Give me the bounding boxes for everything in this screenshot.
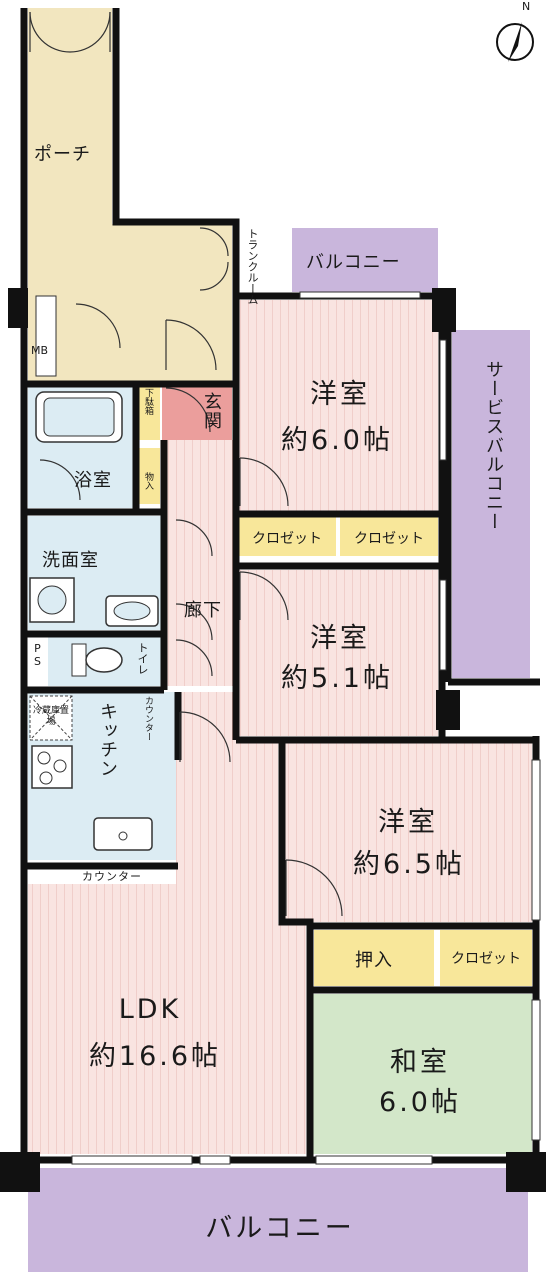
balcony-top-area — [292, 228, 438, 292]
storage-small-label: 物入 — [143, 472, 153, 490]
bath-label: 浴室 — [74, 470, 112, 491]
balcony-bottom-area — [28, 1168, 528, 1272]
closet-b-area — [340, 516, 438, 556]
closet-a-area — [238, 516, 336, 556]
kitchen-sink — [93, 817, 153, 851]
shoe-box-label: 下駄箱 — [143, 388, 153, 415]
closet-c-area — [440, 930, 532, 986]
windows — [35, 291, 541, 1165]
compass-icon — [496, 22, 534, 62]
closet-c-label: クロゼット — [451, 951, 521, 967]
stove — [31, 745, 73, 789]
trunk-room-label: トランクルーム — [246, 228, 259, 305]
western-room-2-size: 約5.1帖 — [281, 663, 393, 694]
washing-machine — [29, 577, 75, 623]
washitsu-area — [312, 994, 532, 1154]
washitsu-size: 6.0帖 — [379, 1087, 461, 1118]
door-swings — [29, 11, 343, 917]
entrance-area — [162, 384, 232, 440]
western-room-2-area — [238, 570, 438, 736]
toilet-fixture — [71, 643, 87, 677]
storage-small-area — [138, 448, 160, 504]
fridge-label: 冷蔵庫置場 — [32, 706, 69, 727]
porch-label: ポーチ — [34, 144, 91, 165]
mb-label: MB — [31, 344, 49, 357]
shoe-box-area — [138, 384, 160, 440]
western-room-1-area — [238, 300, 438, 512]
counter-horizontal-label: カウンター — [82, 870, 142, 883]
compass-north-label: N — [522, 0, 531, 13]
western-room-3-name: 洋室 — [378, 807, 438, 838]
closet-a-label: クロゼット — [252, 531, 322, 547]
entrance-label: 玄関 — [201, 392, 222, 430]
service-balcony-area — [452, 330, 530, 678]
ldk-name: LDK — [118, 994, 182, 1025]
western-room-3-area — [284, 742, 532, 922]
hallway-label: 廊下 — [184, 600, 222, 621]
ps-label: PS — [31, 642, 44, 668]
western-room-1-name: 洋室 — [310, 379, 370, 410]
service-balcony-label: サービスバルコニー — [483, 360, 504, 531]
balcony-bottom-label: バルコニー — [205, 1213, 355, 1244]
ldk-size: 約16.6帖 — [88, 1041, 222, 1072]
western-room-2-name: 洋室 — [310, 623, 370, 654]
balcony-top-label: バルコニー — [306, 252, 401, 273]
western-room-1-size: 約6.0帖 — [281, 425, 393, 456]
counter-vertical-label: カウンター — [143, 696, 153, 741]
washitsu-name: 和室 — [390, 1047, 450, 1078]
ps-area — [28, 636, 46, 686]
washroom-label: 洗面室 — [42, 550, 99, 571]
porch-area — [28, 8, 232, 384]
western-room-3-size: 約6.5帖 — [353, 849, 465, 880]
toilet-label: トイレ — [136, 642, 149, 675]
kitchen-label: キッチン — [97, 702, 118, 778]
hallway-area — [166, 440, 236, 686]
closet-b-label: クロゼット — [354, 531, 424, 547]
oshiire-area — [314, 930, 434, 986]
oshiire-label: 押入 — [355, 950, 393, 971]
ldk-area — [28, 692, 306, 1154]
